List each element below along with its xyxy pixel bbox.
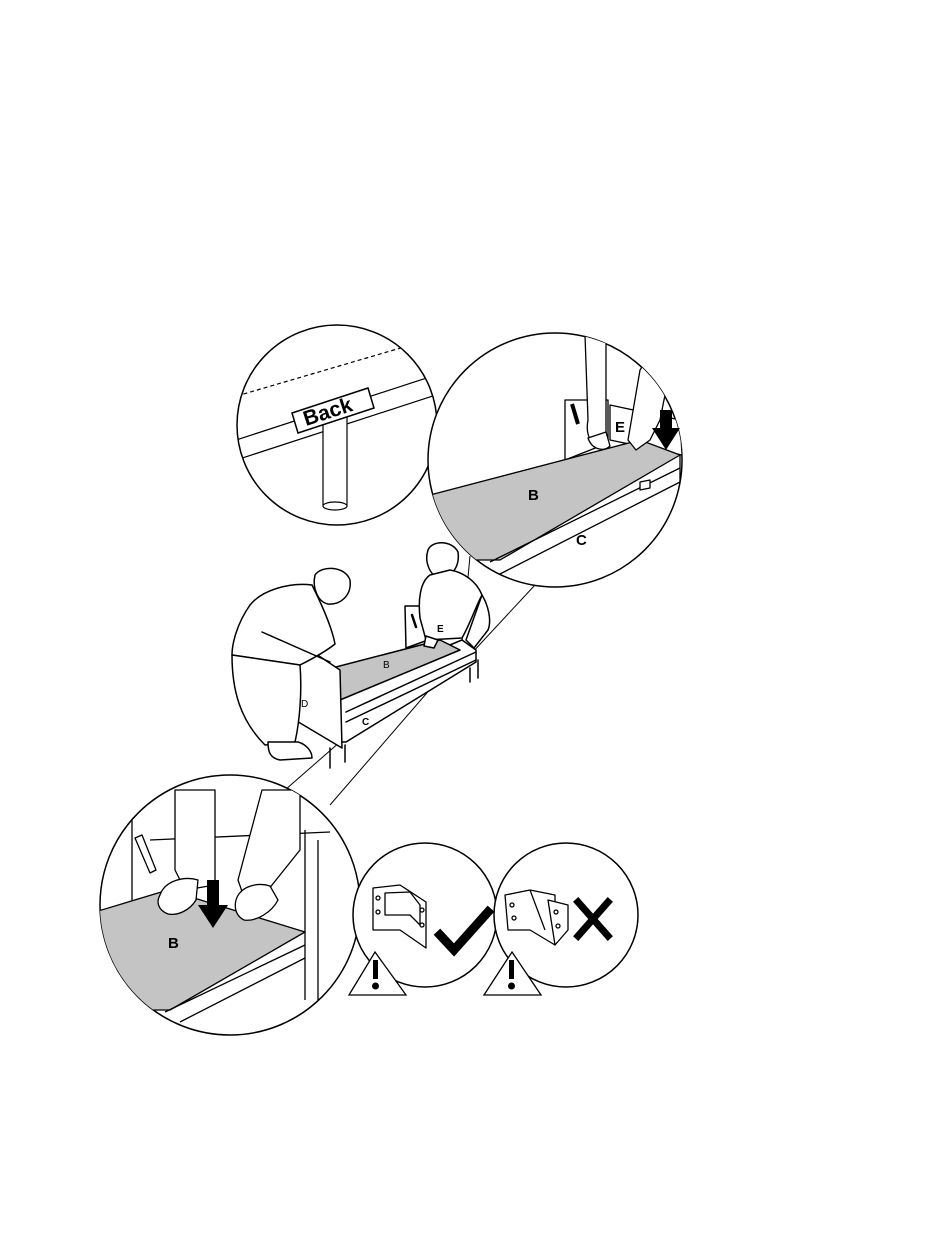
label-e-detail: E: [615, 419, 625, 436]
detail-panel-e: E B C: [428, 333, 682, 587]
label-e-main: E: [437, 624, 444, 635]
label-b-press: B: [168, 935, 179, 952]
label-b-detail: B: [528, 487, 539, 504]
detail-press-shelf: B: [95, 775, 360, 1035]
label-c-main: C: [362, 717, 369, 728]
main-scene: D B C E: [232, 543, 490, 768]
label-b-main: B: [383, 660, 390, 671]
label-c-detail: C: [576, 532, 587, 549]
detail-back-tag: Back: [230, 325, 445, 525]
detail-correct: [349, 843, 497, 995]
detail-incorrect: [484, 843, 638, 995]
label-d: D: [301, 699, 308, 710]
